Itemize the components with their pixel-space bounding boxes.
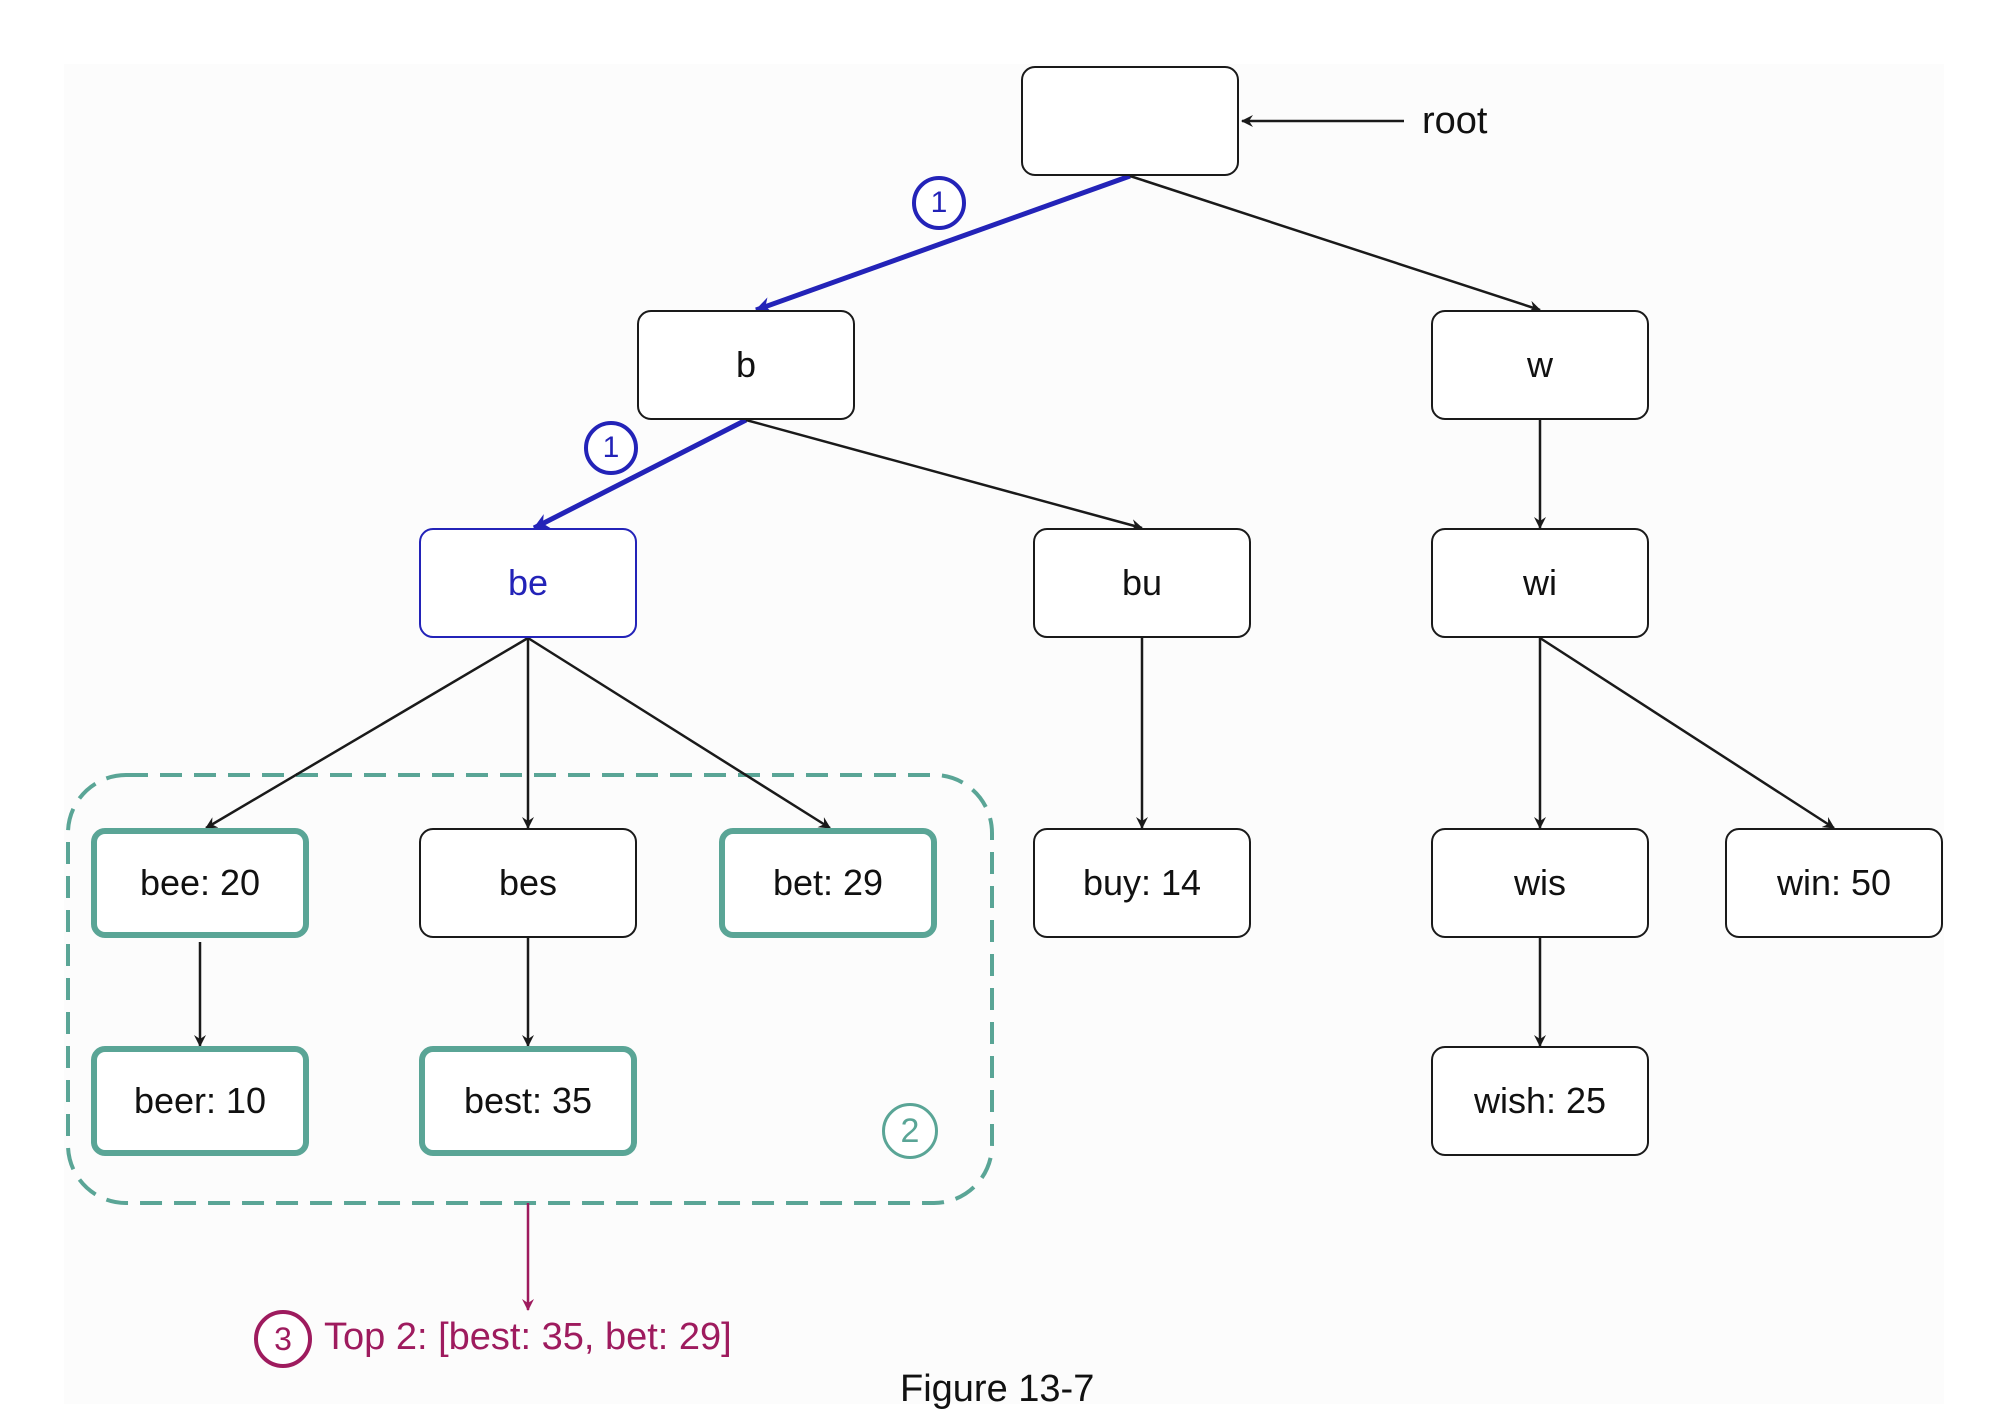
- node-be: be: [419, 528, 637, 638]
- edge-root-b: [755, 173, 1131, 313]
- edge-b-bu: [745, 418, 1143, 531]
- step-1-marker-second: 1: [584, 421, 638, 475]
- node-wish: wish: 25: [1431, 1046, 1649, 1156]
- edge-be-bee: [205, 636, 529, 830]
- node-wis: wis: [1431, 828, 1649, 938]
- node-bu: bu: [1033, 528, 1251, 638]
- node-win: win: 50: [1725, 828, 1943, 938]
- node-bes: bes: [419, 828, 637, 938]
- step-3-marker: 3: [254, 1310, 312, 1368]
- node-best: best: 35: [419, 1046, 637, 1156]
- subtree-group-outline: [66, 773, 994, 1205]
- diagram-background: [64, 64, 1944, 1404]
- node-w: w: [1431, 310, 1649, 420]
- root-label: root: [1422, 100, 1488, 142]
- step-2-marker: 2: [882, 1103, 938, 1159]
- step-1-marker-top: 1: [912, 176, 966, 230]
- node-bet: bet: 29: [719, 828, 937, 938]
- node-b: b: [637, 310, 855, 420]
- edge-b-be: [532, 417, 748, 531]
- edge-be-bet: [527, 636, 831, 830]
- edge-root-w: [1129, 174, 1541, 313]
- result-text: Top 2: [best: 35, bet: 29]: [324, 1316, 732, 1358]
- node-wi: wi: [1431, 528, 1649, 638]
- node-root: [1021, 66, 1239, 176]
- node-bee: bee: 20: [91, 828, 309, 938]
- edge-wi-win: [1539, 636, 1835, 830]
- node-buy: buy: 14: [1033, 828, 1251, 938]
- node-beer: beer: 10: [91, 1046, 309, 1156]
- figure-caption: Figure 13-7: [900, 1368, 1095, 1410]
